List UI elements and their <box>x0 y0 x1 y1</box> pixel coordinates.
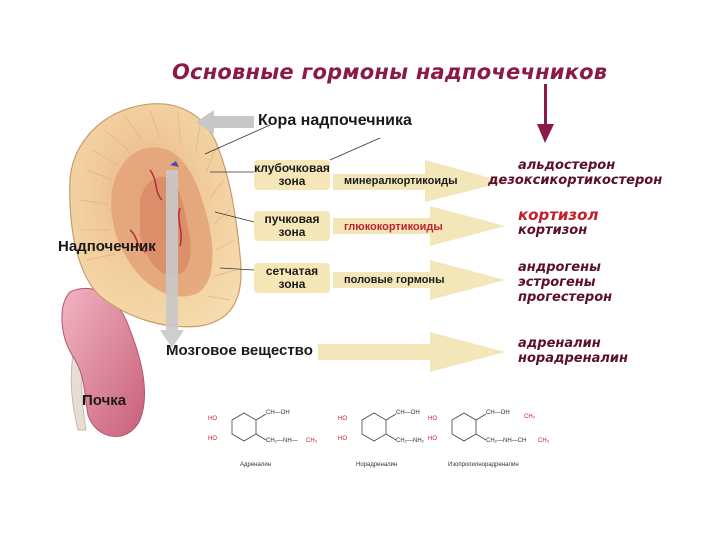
svg-text:HO: HO <box>208 436 217 442</box>
result-item: эстрогены <box>518 275 596 290</box>
hormone-sex: половые гормоны <box>344 274 445 286</box>
result-arrow-head <box>537 124 554 143</box>
svg-text:CH₃: CH₃ <box>306 438 318 444</box>
svg-text:CH—OH: CH—OH <box>396 410 420 416</box>
svg-text:CH₂—NH—CH: CH₂—NH—CH <box>486 438 526 444</box>
svg-text:CH₃: CH₃ <box>524 414 536 420</box>
kidney-label: Почка <box>82 392 127 409</box>
kidney <box>61 287 146 437</box>
zone-reticularis: сетчатая зона <box>254 263 330 293</box>
result-item: альдостерон <box>518 158 616 173</box>
result-group-medulla: адреналин норадреналин <box>518 336 628 366</box>
cortex-striations <box>79 109 237 301</box>
adrenal-label: Надпочечник <box>58 238 156 255</box>
svg-text:CH₃: CH₃ <box>538 438 550 444</box>
result-item: дезоксикортикостерон <box>488 173 663 188</box>
svg-text:HO: HO <box>428 436 437 442</box>
result-item: норадреналин <box>518 351 628 366</box>
vessel-blue <box>170 161 179 167</box>
page-title: Основные гормоны надпочечников <box>172 60 608 84</box>
chemical-structures <box>231 412 487 442</box>
svg-text:CH₂—NH₂: CH₂—NH₂ <box>396 438 425 444</box>
zone-glomerulosa: клубочковая зона <box>254 160 330 190</box>
chem-name: Адреналин <box>240 462 271 468</box>
medulla-vertical-arrow <box>160 170 184 348</box>
svg-text:CH—OH: CH—OH <box>486 410 510 416</box>
result-group-3: андрогены эстрогены прогестерон <box>518 260 612 305</box>
zone-name: сетчатая <box>265 264 319 278</box>
result-group-1: альдостерон дезоксикортикостерон <box>488 158 662 188</box>
hormone-arrows <box>318 160 505 372</box>
hormone-glucocorticoids: глюкокортикоиды <box>344 221 443 233</box>
svg-text:HO: HO <box>428 416 437 422</box>
result-group-2: кортизол кортизон <box>518 206 599 239</box>
hormone-mineralocorticoids: минералкортикоиды <box>344 175 458 187</box>
svg-text:CH₂—NH—: CH₂—NH— <box>266 438 298 444</box>
result-item: кортизон <box>518 223 588 238</box>
svg-text:CH—OH: CH—OH <box>266 410 290 416</box>
chem-name: Норадреналин <box>356 462 398 468</box>
result-arrow-shaft <box>544 84 547 126</box>
zone-name: клубочковая <box>254 161 330 175</box>
chem-name: Изопропилнорадреналин <box>448 462 519 468</box>
zone-suffix: зона <box>278 174 306 188</box>
blood-vessels <box>129 169 182 253</box>
chem-labels: CH—OH CH₂—NH— CH—OH CH₂—NH₂ CH—OH CH₂—NH—CH <box>266 410 526 444</box>
zone-name: пучковая <box>264 212 320 226</box>
result-item: адреналин <box>518 336 601 351</box>
leader-lines <box>204 124 381 271</box>
result-item: прогестерон <box>518 290 613 305</box>
cortex-label: Кора надпочечника <box>258 112 412 129</box>
cortex-gray-arrow <box>196 110 254 134</box>
svg-text:HO: HO <box>208 416 217 422</box>
svg-text:HO: HO <box>338 436 347 442</box>
medulla-label: Мозговое вещество <box>166 342 313 359</box>
chem-labels-red: HO HO HO HO HO HO CH₃ CH₃ CH₃ <box>208 414 550 444</box>
result-item: кортизол <box>518 206 599 224</box>
zone-suffix: зона <box>278 277 306 291</box>
result-item: андрогены <box>518 260 601 275</box>
svg-text:HO: HO <box>338 416 347 422</box>
zone-suffix: зона <box>278 225 306 239</box>
zone-fasciculata: пучковая зона <box>254 211 330 241</box>
